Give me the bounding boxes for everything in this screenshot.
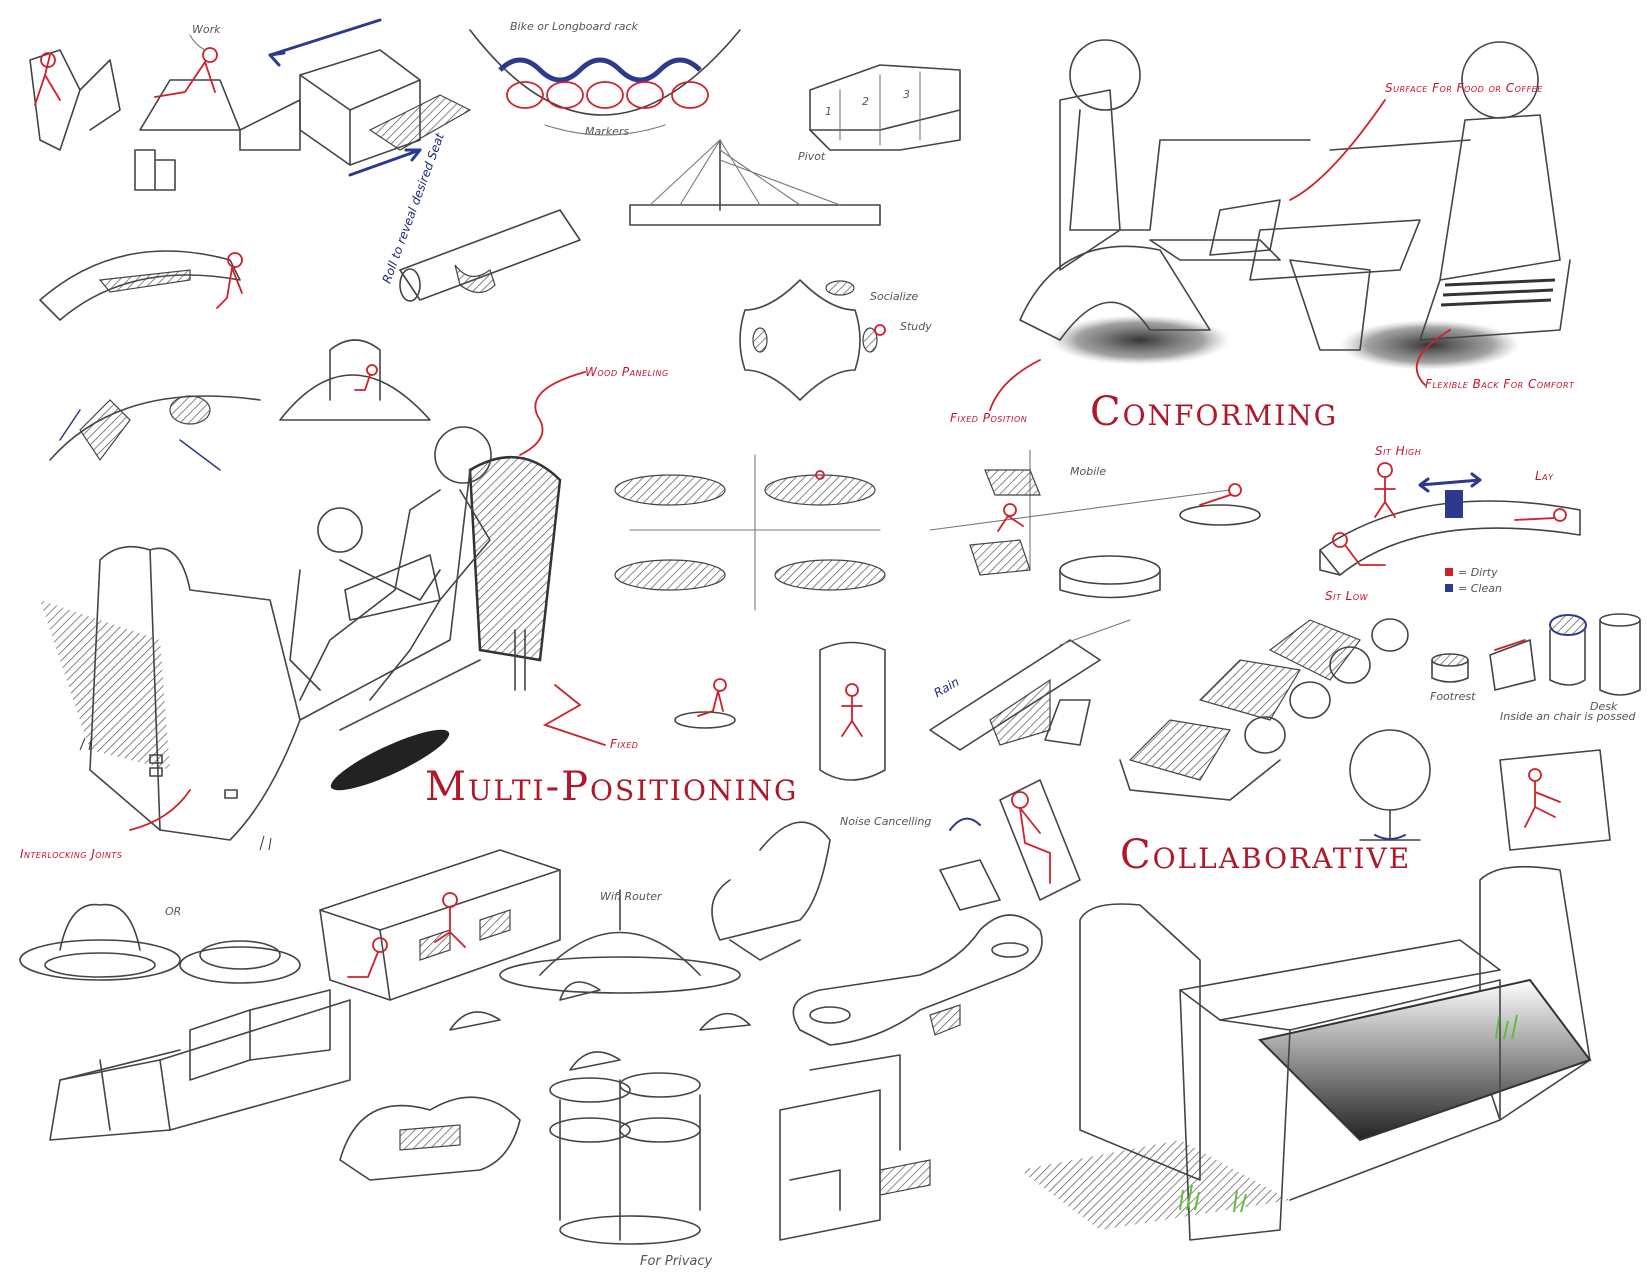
annotation-fixed-position: Fixed Position bbox=[950, 411, 1027, 425]
sketch-sit-high-lay-bench: Sit High Lay Sit Low = Dirty = Clean bbox=[1319, 444, 1581, 603]
annotation-work: Work bbox=[192, 23, 221, 36]
annotation-noise-cancelling: Noise Cancelling bbox=[840, 815, 931, 828]
sketch-mobile-pieces: Mobile bbox=[929, 449, 1261, 599]
sketch-collaborative-sofa bbox=[1020, 865, 1592, 1241]
annotation-fixed: Fixed bbox=[610, 737, 638, 751]
sketch-chaise-longue bbox=[40, 426, 562, 851]
sketch-wave-pod bbox=[339, 1096, 521, 1181]
sketch-lounge-person bbox=[939, 779, 1081, 911]
sketch-round-bench-grid bbox=[614, 454, 886, 611]
sketch-figure-eight-bench bbox=[792, 914, 1043, 1046]
annotation-wifi-router: Wifi Router bbox=[600, 890, 663, 903]
annotation-markers: Markers bbox=[585, 125, 629, 138]
annotation-wood-paneling: Wood Paneling bbox=[585, 365, 669, 379]
sketch-dome-rings: OR bbox=[19, 903, 301, 984]
heading-collaborative: Collaborative bbox=[1120, 832, 1411, 878]
sketch-work-chair: Work bbox=[29, 23, 241, 191]
heading-multi-positioning: Multi-Positioning bbox=[425, 764, 798, 810]
sketch-half-dome bbox=[279, 339, 431, 421]
sketch-modular-seats: 1 2 3 Pivot bbox=[798, 64, 961, 163]
sketch-footrest-desk: Footrest Desk Inside an chair is possed bbox=[1430, 613, 1641, 723]
sketch-bike-rack: Bike or Longboard rack Markers bbox=[469, 20, 741, 138]
annotation-pivot: Pivot bbox=[798, 150, 826, 163]
sketch-wifi-saucer: Wifi Router bbox=[449, 889, 751, 1071]
sketch-noise-chair: Noise Cancelling bbox=[711, 815, 931, 961]
annotation-inside-chair: Inside an chair is possed bbox=[1500, 710, 1637, 723]
seat-number-2: 2 bbox=[862, 95, 869, 108]
legend-dirty: = Dirty bbox=[1458, 566, 1498, 579]
sketch-shelf-bench bbox=[319, 849, 561, 1001]
sketch-rain-shelter: Rain bbox=[929, 619, 1131, 751]
sketch-curved-bench bbox=[39, 250, 243, 321]
annotation-sit-high: Sit High bbox=[1375, 444, 1421, 458]
sketch-egg-chair bbox=[1349, 729, 1611, 851]
heading-conforming: Conforming bbox=[1090, 389, 1338, 435]
annotation-sit-low: Sit Low bbox=[1325, 589, 1369, 603]
annotation-or: OR bbox=[165, 905, 181, 918]
seat-number-3: 3 bbox=[903, 88, 910, 101]
annotation-mobile: Mobile bbox=[1070, 465, 1106, 478]
sketch-roll-tube: Roll to reveal desired Seat bbox=[380, 130, 581, 302]
annotation-socialize: Socialize bbox=[870, 290, 918, 303]
sketch-box-ramp bbox=[239, 18, 472, 177]
annotation-footrest: Footrest bbox=[1430, 690, 1476, 703]
sketch-booth-cubes bbox=[779, 1054, 931, 1241]
annotation-bike-rack: Bike or Longboard rack bbox=[510, 20, 639, 33]
annotation-desk: Desk bbox=[1590, 700, 1618, 713]
seat-number-1: 1 bbox=[825, 105, 832, 118]
sketch-bump-slide bbox=[49, 395, 261, 471]
sketch-privacy-cylinders: For Privacy bbox=[549, 1072, 713, 1269]
annotation-flexible-back: Flexible Back For Comfort bbox=[1425, 377, 1575, 391]
annotation-lay: Lay bbox=[1535, 469, 1554, 483]
annotation-study: Study bbox=[900, 320, 932, 333]
sketch-disc-and-pod bbox=[674, 641, 886, 781]
annotation-interlocking-joints: Interlocking Joints bbox=[20, 847, 122, 861]
sketch-social-clover: Socialize Study bbox=[739, 279, 932, 401]
annotation-rain: Rain bbox=[932, 675, 962, 700]
annotation-surface-food: Surface For Food or Coffee bbox=[1385, 81, 1543, 95]
annotation-for-privacy: For Privacy bbox=[640, 1254, 713, 1269]
legend-clean: = Clean bbox=[1458, 582, 1502, 595]
sketch-bridge bbox=[629, 139, 881, 226]
sketch-tube-benches bbox=[49, 989, 351, 1141]
sketch-wave-lounger bbox=[1119, 618, 1409, 801]
